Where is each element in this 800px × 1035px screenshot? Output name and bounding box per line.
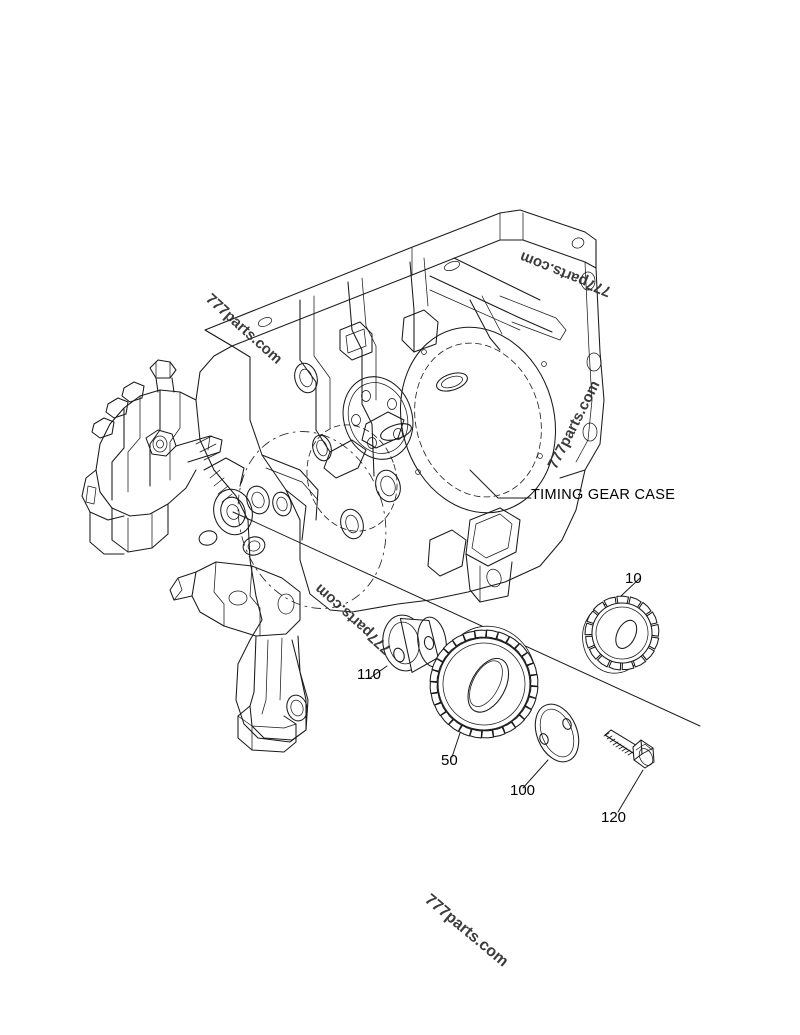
part-120-hex-bolt bbox=[603, 729, 655, 769]
callout-numbers: 10 110 50 100 120 bbox=[357, 570, 642, 826]
callout-50: 50 bbox=[441, 752, 458, 769]
part-10-idler-gear bbox=[582, 595, 660, 674]
part-50-camshaft-gear bbox=[429, 625, 539, 739]
drive-shaft-boss bbox=[198, 457, 292, 556]
mounting-bracket-foot bbox=[169, 561, 308, 753]
part-110-hub-flange bbox=[382, 614, 447, 673]
timing-gear-case-housing bbox=[81, 209, 605, 753]
injection-pump-assembly bbox=[81, 359, 223, 555]
callout-10: 10 bbox=[625, 570, 642, 587]
part-100-thrust-plate bbox=[534, 703, 580, 763]
callout-leader-lines bbox=[369, 469, 644, 813]
assembly-axis-line bbox=[232, 511, 701, 727]
callout-110: 110 bbox=[357, 666, 381, 683]
callout-100: 100 bbox=[510, 782, 535, 799]
callout-120: 120 bbox=[601, 809, 626, 826]
section-title-timing-gear-case: TIMING GEAR CASE bbox=[531, 487, 675, 503]
